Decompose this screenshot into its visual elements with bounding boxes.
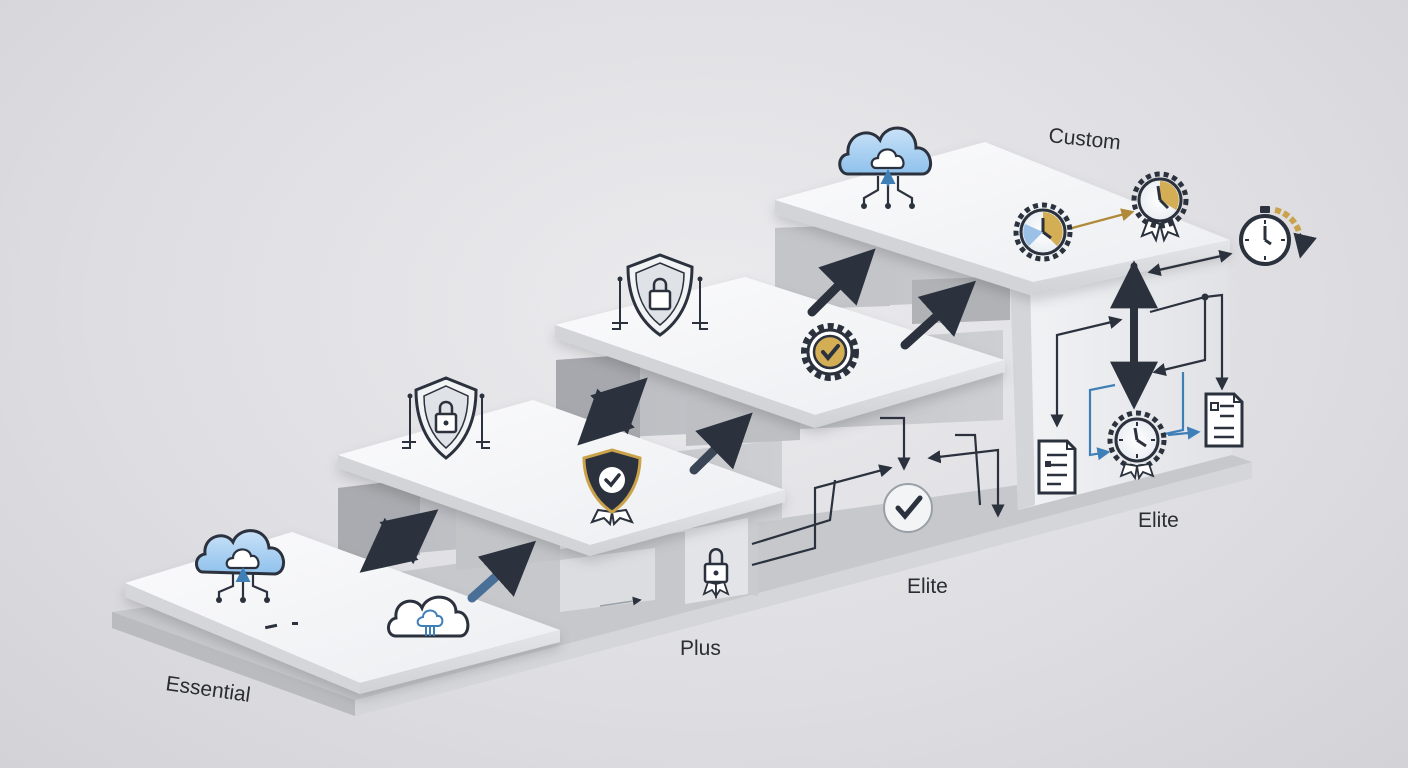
arrow-icon bbox=[577, 377, 648, 446]
crate-lock bbox=[685, 518, 758, 604]
crate-left bbox=[560, 548, 655, 612]
arrow-icon bbox=[689, 412, 753, 475]
arrow-icon bbox=[467, 540, 537, 603]
cloud-upload-icon bbox=[387, 595, 470, 638]
shield-lock-icon bbox=[402, 376, 490, 460]
divider-marks bbox=[264, 622, 298, 630]
tier-label-plus: Plus bbox=[680, 637, 721, 660]
tier-label-elite-right: Elite bbox=[1138, 509, 1179, 532]
check-circle-icon bbox=[883, 483, 933, 533]
stopwatch-icon bbox=[1239, 206, 1317, 266]
stopwatch-badge-icon bbox=[1131, 171, 1189, 243]
cloud-network-icon bbox=[838, 126, 932, 209]
cloud-network-icon bbox=[195, 529, 285, 603]
gear-check-icon bbox=[801, 323, 859, 381]
lock-badge-icon bbox=[702, 548, 730, 599]
arrow-icon bbox=[807, 248, 876, 317]
stopwatch-badge-icon bbox=[1013, 202, 1073, 262]
tier-label-custom: Custom bbox=[1047, 124, 1121, 154]
document-icon bbox=[1204, 392, 1244, 448]
tier-label-elite-mid: Elite bbox=[907, 575, 948, 598]
stopwatch-badge-icon bbox=[1107, 410, 1167, 481]
shield-lock-icon bbox=[612, 253, 708, 337]
shield-check-icon bbox=[582, 448, 642, 527]
connector-lines bbox=[751, 208, 1233, 567]
document-icon bbox=[1037, 439, 1077, 495]
arrow-icon bbox=[900, 280, 977, 350]
step-arrows bbox=[359, 248, 977, 603]
arrow-icon bbox=[359, 509, 439, 573]
tier-label-essential: Essential bbox=[164, 672, 252, 707]
